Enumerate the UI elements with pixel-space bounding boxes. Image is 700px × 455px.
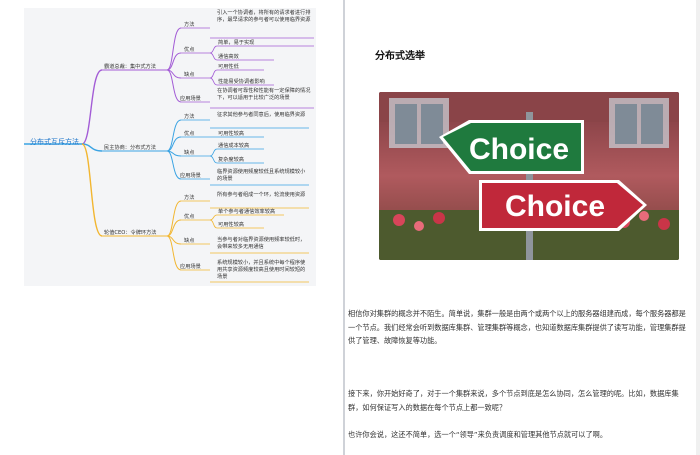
centralized-scenario-label: 应用场景 [180, 95, 201, 102]
centralized-method-label: 方法 [184, 21, 194, 28]
centralized-pros-label: 优点 [184, 46, 194, 53]
vertical-scrollbar[interactable] [696, 0, 700, 455]
root-branch-yellow-line [82, 144, 102, 236]
distributed-cons-leaf-2: 复杂度较高 [218, 156, 244, 163]
centralized-method-leaf: 引入一个协调者，将所有的请求者进行排序，最早请求的参与者可以使用临界资源 [217, 10, 312, 24]
branch-centralized: 霸道总裁：集中式方法 [104, 63, 156, 70]
token-pros-leaf-1: 单个参与者通信效率较高 [218, 208, 275, 215]
token-pros-label: 优点 [184, 213, 194, 220]
centralized-pros-leaf-1: 简单，易于实现 [218, 39, 254, 46]
sign-top-text: Choice [469, 133, 569, 166]
token-scenario-label: 应用场景 [180, 263, 201, 270]
distributed-method-leaf: 征求其他参与者同意后，使用临界资源 [217, 112, 309, 119]
article-paragraph-3: 也许你会说，这还不简单，选一个“领导”来负责调度和管理其他节点就可以了啊。 [348, 428, 688, 442]
distributed-cons-leaf-1: 通信成本较高 [218, 142, 249, 149]
article-paragraph-2: 接下来，你开始好奇了，对于一个集群来说，多个节点到底是怎么协同，怎么管理的呢。比… [348, 387, 688, 414]
mindmap-root: 分布式互斥方法 [30, 137, 79, 147]
branch-token-ring: 轮值CEO：令牌环方法 [104, 229, 156, 236]
article-pane: 分布式选举 [345, 0, 700, 455]
distributed-scenario-leaf: 临界资源使用频度较低且系统规模较小的场景 [217, 169, 309, 183]
mindmap-image: 分布式互斥方法 霸道总裁：集中式方法 方法 引入一个协调者，将所有的请求者进行排… [24, 8, 316, 286]
centralized-cons-leaf-1: 可用性低 [218, 63, 239, 70]
centralized-scenario-leaf: 在协调者可靠性和性能有一定保障的情况下，可以适用于比较广泛的场景 [217, 88, 312, 102]
token-cons-label: 缺点 [184, 237, 194, 244]
distributed-cons-label: 缺点 [184, 149, 194, 156]
choice-signpost-image: Choice Choice [379, 92, 679, 260]
sign-bottom-text: Choice [505, 190, 605, 223]
token-cons-leaf: 当参与者对临界资源使用频率较低时，会带来较多无用通信 [217, 237, 309, 251]
root-branch-purple-line [82, 70, 102, 144]
distributed-pros-label: 优点 [184, 130, 194, 137]
left-pane: 分布式互斥方法 霸道总裁：集中式方法 方法 引入一个协调者，将所有的请求者进行排… [0, 0, 340, 455]
token-pros-leaf-2: 可用性较高 [218, 221, 244, 228]
token-method-leaf: 所有参与者组成一个环，轮流使用资源 [217, 192, 309, 199]
centralized-cons-label: 缺点 [184, 71, 194, 78]
distributed-scenario-label: 应用场景 [180, 172, 201, 179]
article-title: 分布式选举 [375, 47, 425, 62]
centralized-pros-leaf-2: 通信高效 [218, 53, 239, 60]
token-method-label: 方法 [184, 194, 194, 201]
distributed-method-label: 方法 [184, 113, 194, 120]
branch-distributed: 民主协商：分布式方法 [104, 144, 156, 151]
distributed-pros-leaf: 可用性较高 [218, 130, 244, 137]
centralized-cons-leaf-2: 性能易受协调者影响 [218, 78, 265, 85]
signpost-illustration: Choice Choice [379, 92, 679, 260]
token-scenario-leaf: 系统规模较小，并且系统中每个程序使用共享资源频度较高且使用时间较短的场景 [217, 260, 309, 281]
article-paragraph-1: 相信你对集群的概念并不陌生。简单说，集群一般是由两个或两个以上的服务器组建而成，… [348, 307, 688, 348]
